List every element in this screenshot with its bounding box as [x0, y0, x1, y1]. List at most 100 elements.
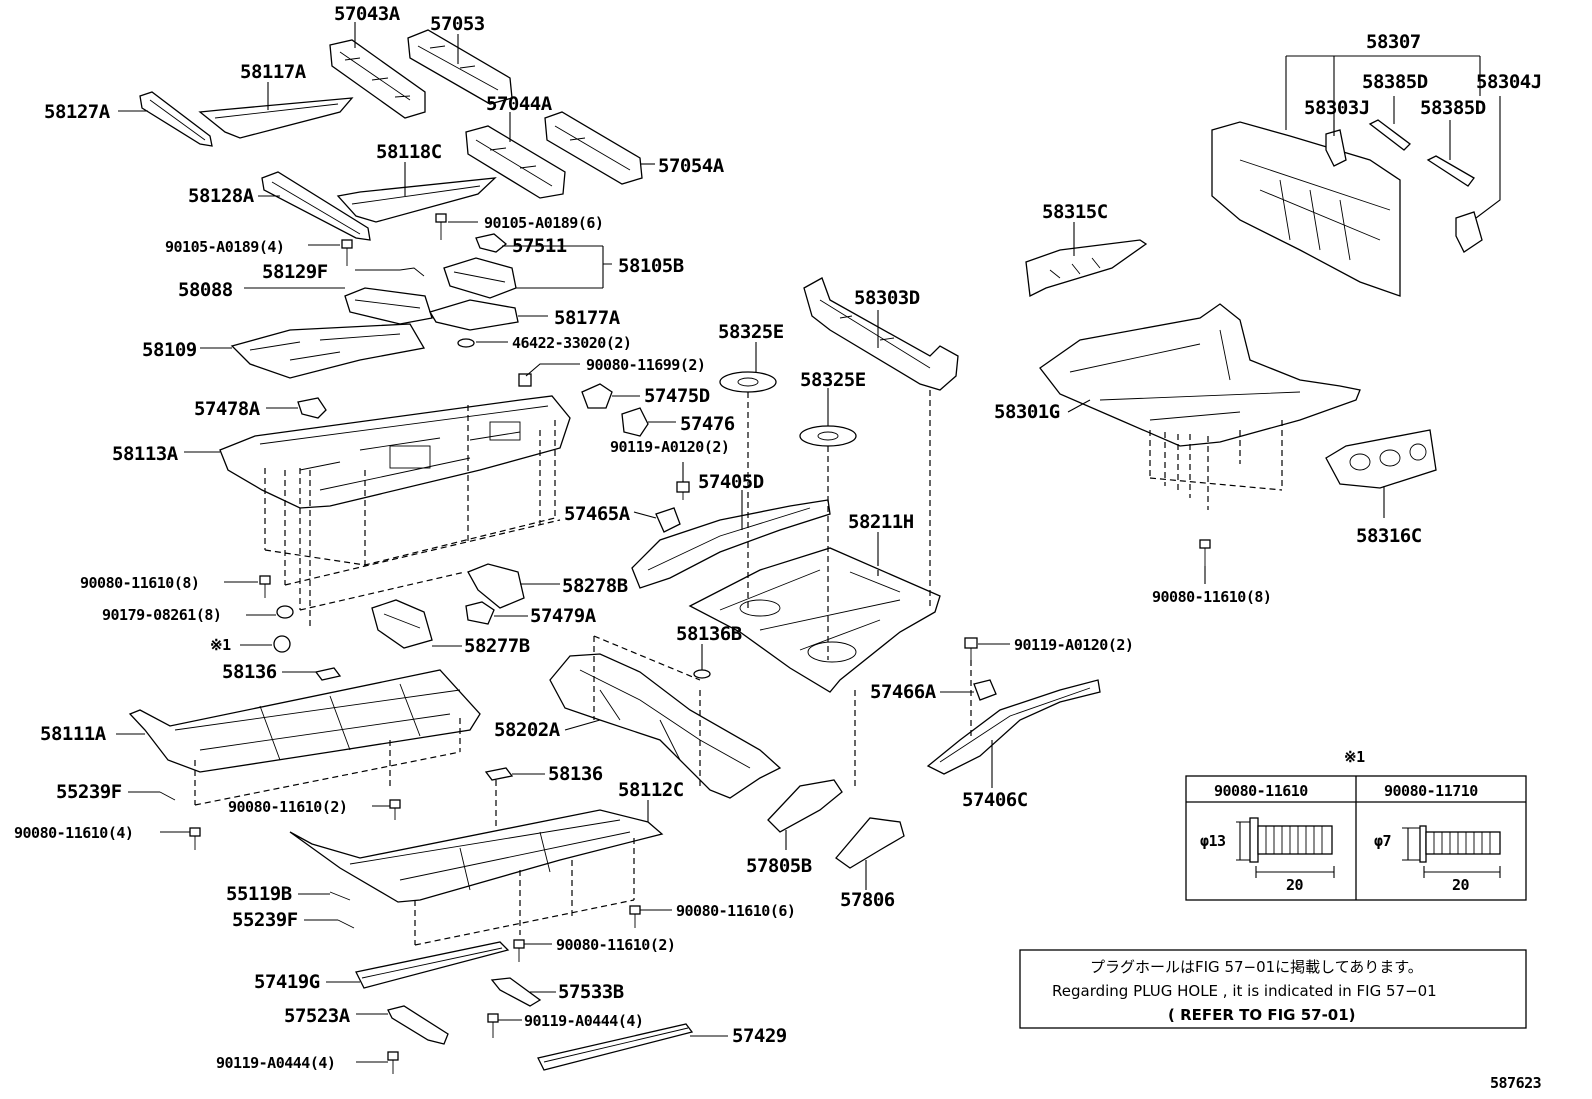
part-58129F[interactable] — [399, 267, 425, 277]
part-58277B[interactable] — [371, 599, 433, 649]
label-55239F-bot: 55239F — [232, 909, 298, 931]
label-90179-08261: 90179-08261(8) — [102, 606, 221, 624]
part-58136-top[interactable] — [314, 667, 342, 681]
part-58385D-b[interactable] — [1426, 155, 1475, 187]
part-57044A[interactable] — [465, 125, 566, 199]
part-58303J[interactable] — [1325, 129, 1347, 167]
part-57419G[interactable] — [355, 941, 510, 989]
part-57406C[interactable] — [926, 679, 1101, 775]
part-58111A[interactable] — [128, 669, 481, 773]
label-90105-A0189-4: 90105-A0189(4) — [165, 238, 284, 256]
part-57533B[interactable] — [490, 977, 542, 1007]
label-90080-11610-4: 90080-11610(4) — [14, 824, 133, 842]
part-labels: 57043A 57053 58117A 58127A 57044A 58118C… — [14, 3, 1542, 1072]
part-58112C[interactable] — [289, 809, 664, 903]
part-58325E-a[interactable] — [719, 371, 777, 393]
label-58277B: 58277B — [464, 635, 530, 657]
washer-90179[interactable] — [276, 605, 294, 619]
bolt-90080-11610-2b[interactable] — [513, 939, 525, 962]
part-58113A[interactable] — [219, 395, 571, 509]
part-58315C[interactable] — [1025, 239, 1148, 297]
label-58129F: 58129F — [262, 261, 328, 283]
part-58136-mid[interactable] — [484, 767, 514, 781]
part-58136B[interactable] — [693, 669, 711, 679]
part-55119B[interactable] — [329, 891, 351, 901]
bolt-90119-A0444-a[interactable] — [487, 1013, 499, 1038]
part-58128A[interactable] — [261, 171, 371, 241]
part-58127A[interactable] — [139, 91, 213, 147]
label-57406C: 57406C — [962, 789, 1028, 811]
label-90080-11610-2a: 90080-11610(2) — [228, 798, 347, 816]
part-55239F-top[interactable] — [159, 791, 176, 801]
label-90119-A0444-a: 90119-A0444(4) — [524, 1012, 643, 1030]
part-57511[interactable] — [475, 233, 508, 253]
part-58316C[interactable] — [1325, 429, 1437, 489]
part-58278B[interactable] — [467, 563, 525, 609]
part-57043A[interactable] — [329, 39, 426, 119]
part-58177A[interactable] — [429, 299, 519, 331]
part-55239F-bot[interactable] — [337, 919, 355, 929]
label-57466A: 57466A — [870, 681, 937, 703]
label-58211H: 58211H — [848, 511, 914, 533]
part-57054A[interactable] — [544, 111, 643, 185]
label-58315C: 58315C — [1042, 201, 1108, 223]
bolt-90080-11610-6[interactable] — [629, 905, 641, 928]
floor-58202A-hidden-lines — [593, 635, 701, 790]
bolt-90105-6[interactable] — [435, 213, 447, 240]
label-57511: 57511 — [512, 235, 567, 257]
bolt-90119-A0120-left[interactable] — [676, 481, 690, 500]
part-58117A[interactable] — [198, 97, 354, 139]
label-55119B: 55119B — [226, 883, 292, 905]
plug-hole-note: プラグホールはFIG 57−01に掲載してあります。 Regarding PLU… — [1019, 949, 1527, 1029]
part-57475D[interactable] — [581, 383, 613, 409]
label-90080-11610-2b: 90080-11610(2) — [556, 936, 675, 954]
part-57478A[interactable] — [297, 397, 327, 419]
part-57523A[interactable] — [387, 1005, 449, 1045]
part-57479A[interactable] — [465, 601, 495, 625]
bolt-90080-11610-4[interactable] — [189, 827, 201, 850]
part-57405D[interactable] — [631, 499, 831, 589]
part-58301G[interactable] — [1039, 303, 1361, 447]
part-58105B[interactable] — [443, 257, 517, 299]
nut-90080-11699[interactable] — [518, 373, 532, 387]
bolt-90119-A0444-b[interactable] — [387, 1051, 399, 1074]
part-58307[interactable] — [1211, 121, 1401, 297]
bolt-90080-11610-2a[interactable] — [389, 799, 401, 820]
part-57805B[interactable] — [767, 779, 843, 833]
label-90119-A0444-b: 90119-A0444(4) — [216, 1054, 335, 1072]
part-57465A[interactable] — [655, 507, 681, 533]
part-58303D[interactable] — [803, 277, 959, 391]
part-58325E-b[interactable] — [799, 425, 857, 447]
bolt-90080-11610-8R[interactable] — [1199, 539, 1211, 566]
label-58325E-a: 58325E — [718, 321, 784, 343]
part-57053[interactable] — [407, 29, 513, 105]
part-58304J[interactable] — [1455, 211, 1483, 253]
part-57429[interactable] — [537, 1023, 694, 1071]
clip-46422[interactable] — [457, 338, 475, 348]
fastener-table-mark: ※1 — [1344, 748, 1365, 766]
label-58113A: 58113A — [112, 443, 179, 465]
label-57054A: 57054A — [658, 155, 725, 177]
bolt-90105-4[interactable] — [341, 239, 353, 266]
label-58202A: 58202A — [494, 719, 561, 741]
part-57466A[interactable] — [973, 679, 997, 701]
label-58111A: 58111A — [40, 723, 107, 745]
bolt-90080-11610-8[interactable] — [259, 575, 271, 598]
part-58211H[interactable] — [688, 547, 941, 693]
part-58118C[interactable] — [336, 177, 497, 223]
part-58202A[interactable] — [549, 653, 782, 799]
part-58088[interactable] — [344, 287, 433, 325]
part-57806[interactable] — [835, 817, 905, 869]
plug-mark1[interactable] — [273, 635, 291, 653]
part-57476[interactable] — [621, 407, 649, 437]
note-line-refer: ( REFER TO FIG 57-01) — [1168, 1006, 1356, 1024]
part-58109[interactable] — [230, 323, 426, 379]
bolt-90119-A0120-right[interactable] — [964, 637, 978, 660]
label-58136-top: 58136 — [222, 661, 277, 683]
label-57429: 57429 — [732, 1025, 787, 1047]
part-58385D-a[interactable] — [1368, 119, 1411, 151]
label-90080-11610-6: 90080-11610(6) — [676, 902, 795, 920]
label-90080-11699: 90080-11699(2) — [586, 356, 705, 374]
label-90080-11610-8R: 90080-11610(8) — [1152, 588, 1271, 606]
